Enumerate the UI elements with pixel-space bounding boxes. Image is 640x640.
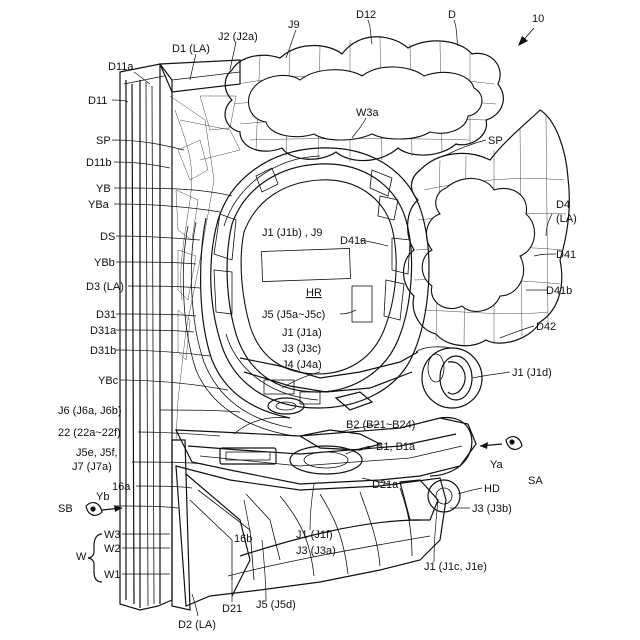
label-D: D [448,9,456,21]
label-J1-J1a: J1 (J1a) [282,327,322,339]
label-J1-J1b-J9: J1 (J1b) , J9 [262,227,323,239]
label-16a: 16a [112,481,131,493]
label-W3: W3 [104,529,121,541]
label-D11b: D11b [86,157,111,169]
label-D2-LA: D2 (LA) [178,619,216,631]
label-22-22a-22f: 22 (22a~22f) [58,427,121,439]
viewpoint-eye-sb [86,503,122,516]
label-J6-J6a-J6b: J6 (J6a, J6b) [58,405,122,417]
label-J4-J4a: J4 (J4a) [282,359,322,371]
label-D4: D4 [556,199,570,211]
label-YBc: YBc [98,375,119,387]
label-D42: D42 [536,321,556,333]
label-D11: D11 [88,95,107,107]
label-B2-B21-B24: B2 (B21~B24) [346,419,415,431]
label-D21a: D21a [372,479,399,491]
label-J3-J3b: J3 (J3b) [472,503,512,515]
label-J7-J7a: J7 (J7a) [72,461,112,473]
label-J2-J2a: J2 (J2a) [218,31,258,43]
label-figure-ref: 10 [532,13,544,25]
label-SB: SB [58,503,73,515]
label-SP-left: SP [96,135,111,147]
label-D41a: D41a [340,235,367,247]
label-16b: 16b [234,533,252,545]
label-D11a: D11a [108,61,134,73]
label-J5-J5d: J5 (J5d) [256,599,296,611]
label-YBb: YBb [94,257,115,269]
label-D31b: D31b [90,345,116,357]
label-DS: DS [100,231,115,243]
label-J3-J3a: J3 (J3a) [296,545,336,557]
label-SA: SA [528,475,543,487]
label-D4-LA: (LA) [556,213,577,225]
label-Yb: Yb [96,491,109,503]
label-B1-B1a: B1, B1a [376,441,416,453]
right-cloud-decoration [404,110,570,346]
label-J5-J5a-J5c: J5 (J5a~J5c) [262,309,325,321]
label-D31: D31 [96,309,116,321]
label-J1-J1d: J1 (J1d) [512,367,552,379]
figure-ref-arrow [518,28,534,46]
label-J1-J1f: J1 (J1f) [296,529,333,541]
label-J1-J1c-J1e: J1 (J1c, J1e) [424,561,487,573]
label-W: W [76,551,87,563]
viewpoint-eye-sa [480,437,522,450]
label-J5e-J5f: J5e, J5f, [76,447,118,459]
label-YBa: YBa [88,199,110,211]
label-W1: W1 [104,569,121,581]
lower-panel [176,418,476,484]
label-D1-LA: D1 (LA) [172,43,210,55]
label-W2: W2 [104,543,121,555]
label-D41b: D41b [546,285,572,297]
label-HR: HR [306,287,322,299]
label-W3a: W3a [356,107,380,119]
top-cloud-decoration [225,36,503,162]
label-J3-J3c: J3 (J3c) [282,343,321,355]
label-D21: D21 [222,603,242,615]
label-SP-right: SP [488,135,503,147]
label-HD: HD [484,483,500,495]
w-bracket [88,534,102,582]
label-D12: D12 [356,9,376,21]
label-Ya: Ya [490,459,504,471]
label-YB: YB [96,183,111,195]
label-D3-LA: D3 (LA) [86,281,124,293]
label-D41: D41 [556,249,576,261]
label-J9: J9 [288,19,300,31]
label-D31a: D31a [90,325,117,337]
